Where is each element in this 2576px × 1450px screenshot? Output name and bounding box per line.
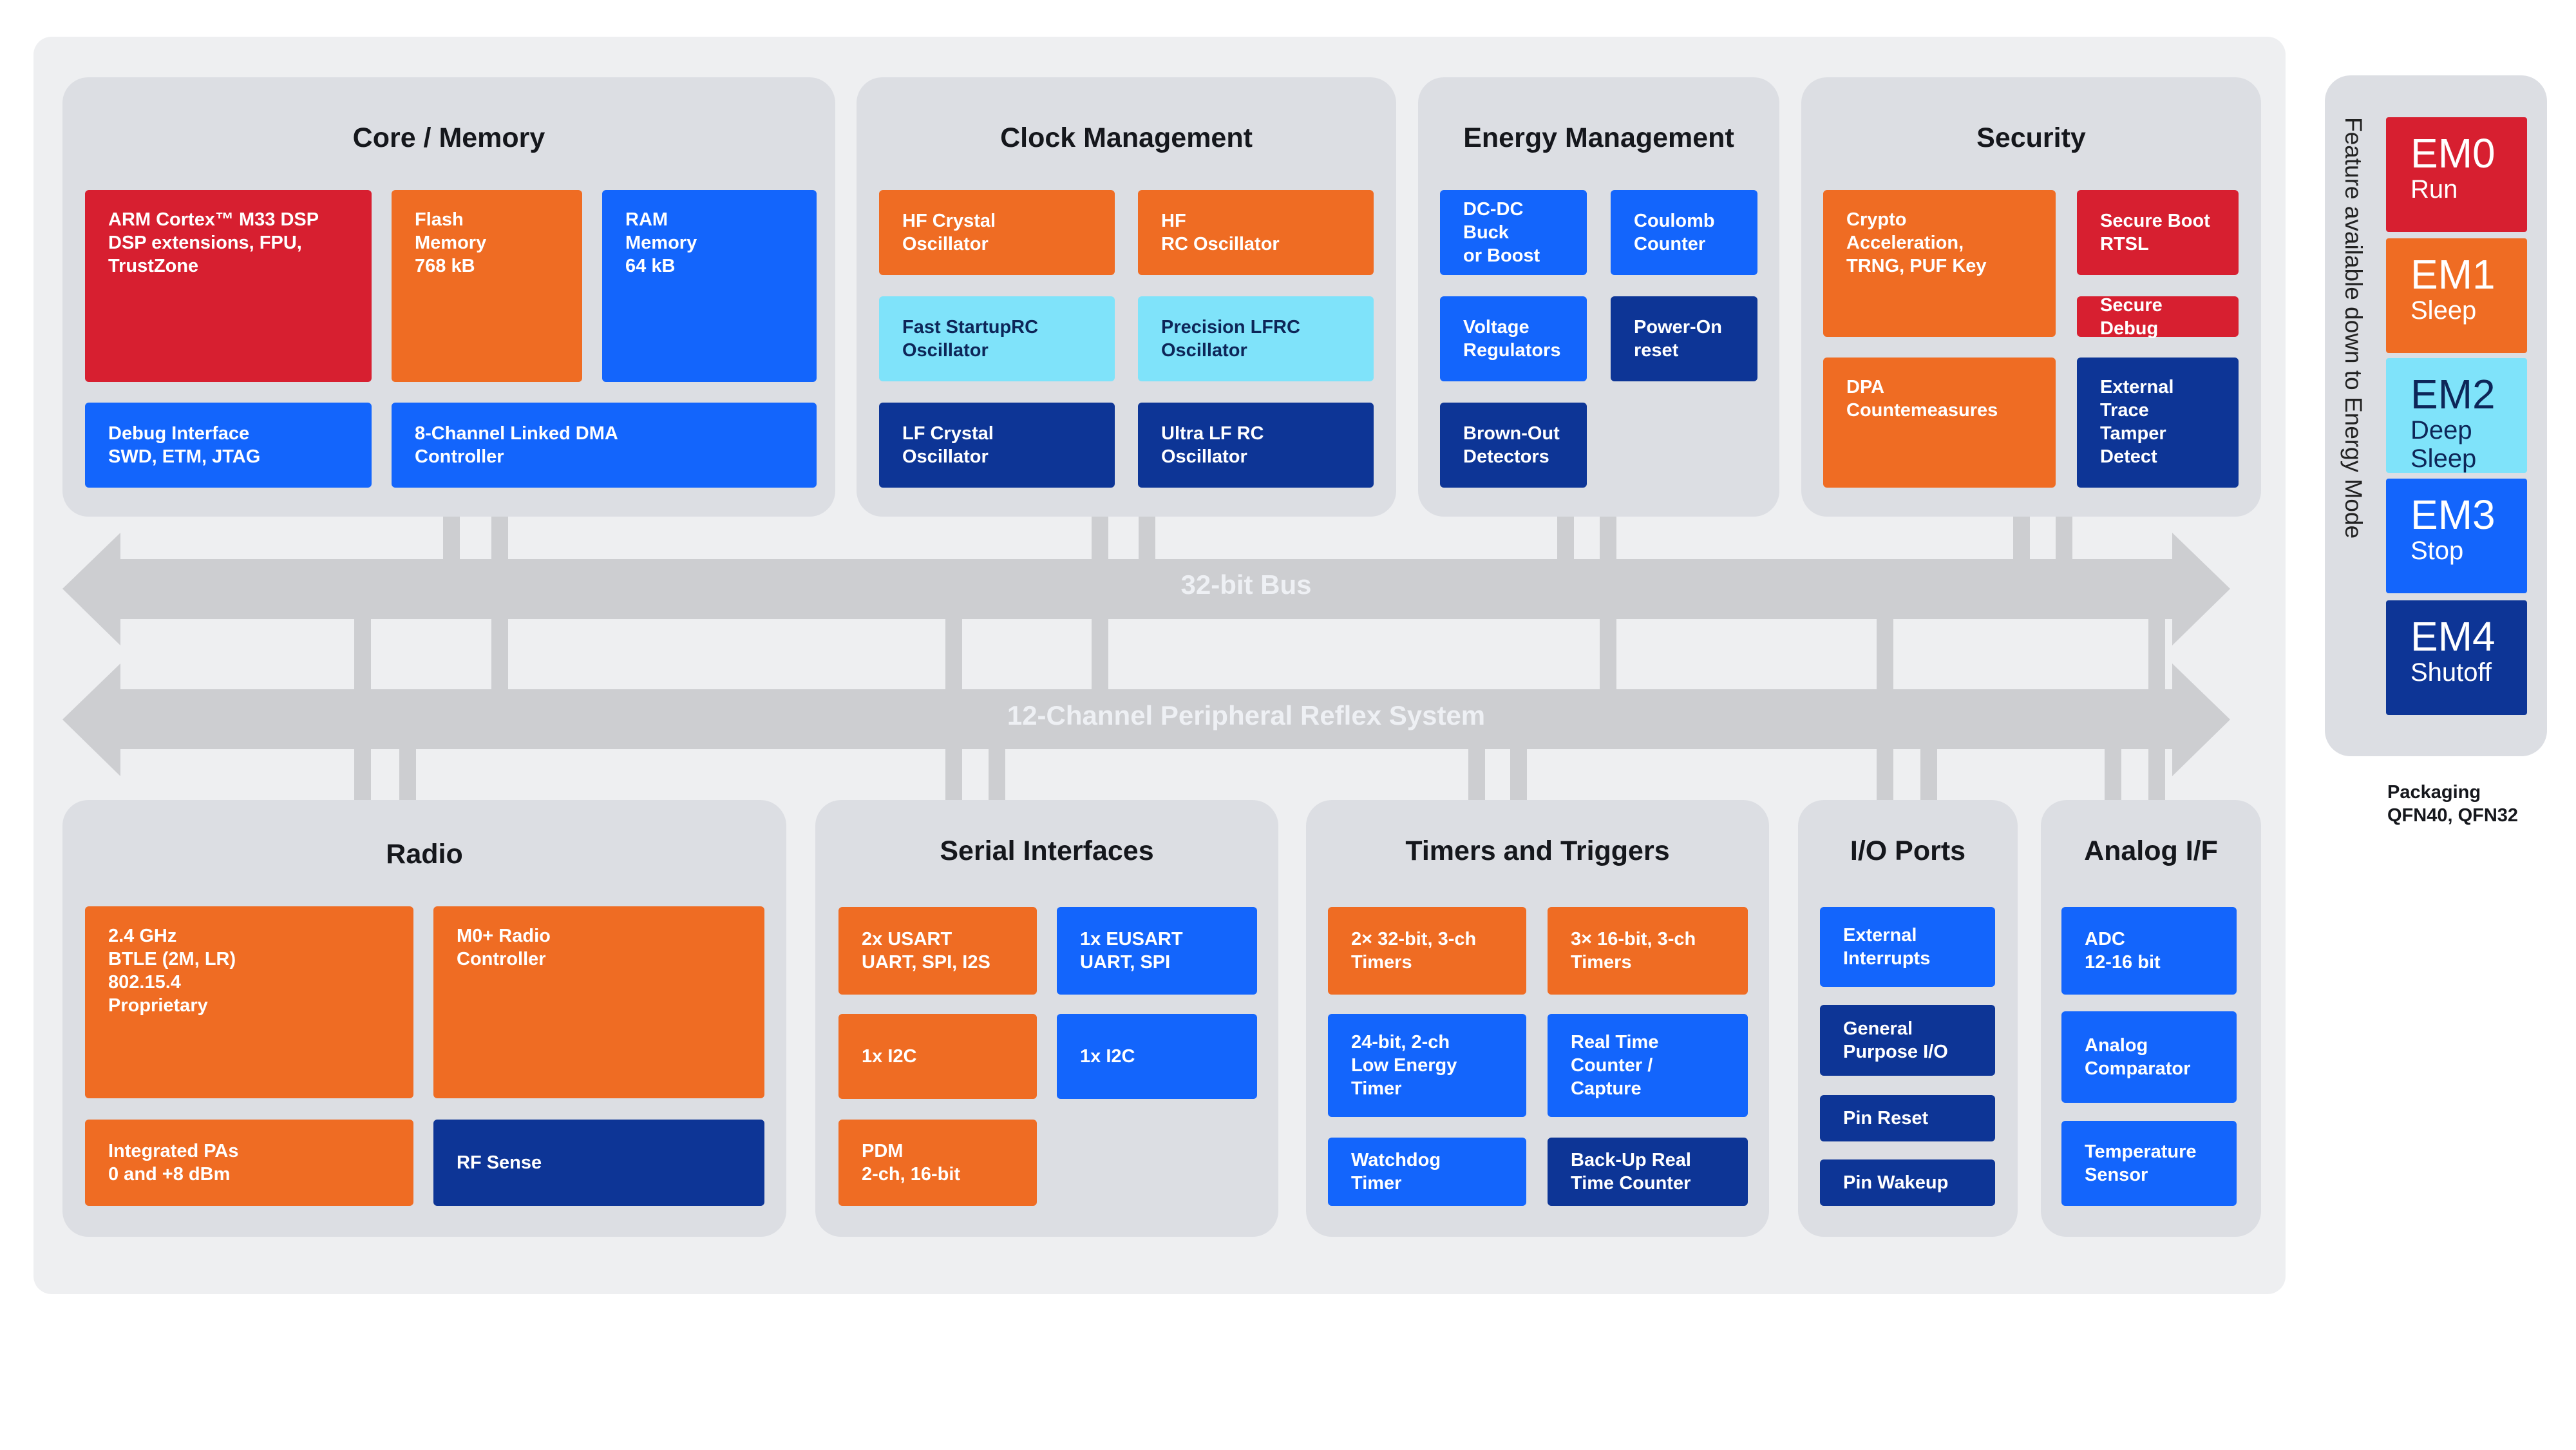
block-ram-memory: RAM Memory 64 kB — [602, 190, 817, 382]
em-name: Deep Sleep — [2410, 416, 2477, 473]
connector — [989, 744, 1005, 802]
em-name: Shutoff — [2410, 658, 2492, 687]
section-title: Analog I/F — [2084, 835, 2218, 866]
energy-mode-caption-text: Feature available down to Energy Mode — [2340, 117, 2367, 539]
section-title: Serial Interfaces — [940, 835, 1154, 866]
energy-mode-em0: EM0 Run — [2386, 117, 2527, 232]
energy-mode-caption: Feature available down to Energy Mode — [2329, 117, 2374, 568]
em-code: EM3 — [2410, 491, 2496, 538]
bus-prs-bar — [116, 689, 2177, 749]
block-1x-eusart: 1x EUSART UART, SPI — [1057, 907, 1257, 995]
block-general-purpose-io: General Purpose I/O — [1820, 1005, 1995, 1076]
block-2x-usart: 2x USART UART, SPI, I2S — [838, 907, 1037, 995]
block-rf-sense: RF Sense — [433, 1120, 764, 1206]
block-32bit-timers: 2× 32-bit, 3-ch Timers — [1328, 907, 1526, 995]
section-title: Energy Management — [1463, 122, 1734, 153]
block-hf-rc-oscillator: HF RC Oscillator — [1138, 190, 1374, 275]
block-low-energy-timer: 24-bit, 2-ch Low Energy Timer — [1328, 1014, 1526, 1117]
block-lf-crystal-oscillator: LF Crystal Oscillator — [879, 403, 1115, 488]
connector — [443, 515, 460, 567]
section-title: Radio — [386, 839, 463, 870]
block-fast-startup-rc-oscillator: Fast StartupRC Oscillator — [879, 296, 1115, 381]
block-brown-out-detectors: Brown-Out Detectors — [1440, 403, 1587, 488]
em-code: EM1 — [2410, 251, 2496, 298]
block-secure-debug: Secure Debug — [2077, 295, 2239, 339]
bus-32bit-label: 32-bit Bus — [1180, 569, 1312, 600]
block-coulomb-counter: Coulomb Counter — [1611, 190, 1757, 275]
bus-prs-left-arrowhead — [62, 663, 120, 776]
em-name: Stop — [2410, 537, 2464, 565]
block-external-interrupts: External Interrupts — [1820, 907, 1995, 987]
block-crypto-acceleration: Crypto Acceleration, TRNG, PUF Key — [1823, 190, 2056, 337]
energy-mode-em3: EM3 Stop — [2386, 479, 2527, 593]
block-power-on-reset: Power-On reset — [1611, 296, 1757, 381]
block-external-trace-tamper: External Trace Tamper Detect — [2077, 358, 2239, 488]
connector — [1920, 744, 1937, 802]
block-analog-comparator: Analog Comparator — [2061, 1011, 2237, 1103]
block-real-time-counter: Real Time Counter / Capture — [1548, 1014, 1748, 1117]
block-16bit-timers: 3× 16-bit, 3-ch Timers — [1548, 907, 1748, 995]
section-title: Core / Memory — [352, 122, 545, 153]
energy-mode-em1: EM1 Sleep — [2386, 238, 2527, 353]
block-voltage-regulators: Voltage Regulators — [1440, 296, 1587, 381]
block-ultra-lf-rc-oscillator: Ultra LF RC Oscillator — [1138, 403, 1374, 488]
block-secure-boot: Secure Boot RTSL — [2077, 190, 2239, 275]
connector — [399, 744, 416, 802]
bus-32bit-left-arrowhead — [62, 533, 120, 645]
block-integrated-pas: Integrated PAs 0 and +8 dBm — [85, 1120, 413, 1206]
energy-mode-em2: EM2 Deep Sleep — [2386, 358, 2527, 473]
block-hf-crystal-oscillator: HF Crystal Oscillator — [879, 190, 1115, 275]
em-name: Run — [2410, 175, 2458, 204]
block-debug-interface: Debug Interface SWD, ETM, JTAG — [85, 403, 372, 488]
block-pin-reset: Pin Reset — [1820, 1095, 1995, 1141]
connector — [1139, 515, 1155, 567]
section-title: I/O Ports — [1850, 835, 1966, 866]
block-2-4ghz-radio: 2.4 GHz BTLE (2M, LR) 802.15.4 Proprieta… — [85, 906, 413, 1098]
block-watchdog-timer: Watchdog Timer — [1328, 1138, 1526, 1206]
block-dma-controller: 8-Channel Linked DMA Controller — [392, 403, 817, 488]
section-title: Security — [1976, 122, 2086, 153]
block-flash-memory: Flash Memory 768 kB — [392, 190, 582, 382]
block-m0-radio-controller: M0+ Radio Controller — [433, 906, 764, 1098]
block-pdm: PDM 2-ch, 16-bit — [838, 1120, 1037, 1206]
em-name: Sleep — [2410, 296, 2477, 325]
em-code: EM4 — [2410, 613, 2496, 660]
em-code: EM0 — [2410, 130, 2496, 176]
connector — [1557, 515, 1574, 567]
bus-32bit-bar — [116, 559, 2177, 619]
block-pin-wakeup: Pin Wakeup — [1820, 1159, 1995, 1206]
block-temperature-sensor: Temperature Sensor — [2061, 1121, 2237, 1206]
block-1x-i2c-b: 1x I2C — [1057, 1014, 1257, 1099]
bus-32bit-right-arrowhead — [2172, 533, 2230, 645]
block-adc: ADC 12-16 bit — [2061, 907, 2237, 995]
energy-mode-em4: EM4 Shutoff — [2386, 600, 2527, 715]
block-arm-cortex: ARM Cortex™ M33 DSP DSP extensions, FPU,… — [85, 190, 372, 382]
section-title: Clock Management — [1000, 122, 1253, 153]
block-dc-dc-buck-boost: DC-DC Buck or Boost — [1440, 190, 1587, 275]
connector — [2013, 515, 2030, 567]
bus-prs-right-arrowhead — [2172, 663, 2230, 776]
connector — [1468, 744, 1485, 802]
section-title: Timers and Triggers — [1405, 835, 1670, 866]
block-dpa-countermeasures: DPA Countemeasures — [1823, 358, 2056, 488]
block-1x-i2c-a: 1x I2C — [838, 1014, 1037, 1099]
packaging-info: Packaging QFN40, QFN32 — [2387, 782, 2519, 826]
em-code: EM2 — [2410, 371, 2496, 417]
block-precision-lfrc-oscillator: Precision LFRC Oscillator — [1138, 296, 1374, 381]
connector — [2105, 744, 2121, 802]
block-backup-rtc: Back-Up Real Time Counter — [1548, 1138, 1748, 1206]
bus-prs-label: 12-Channel Peripheral Reflex System — [1007, 700, 1486, 730]
